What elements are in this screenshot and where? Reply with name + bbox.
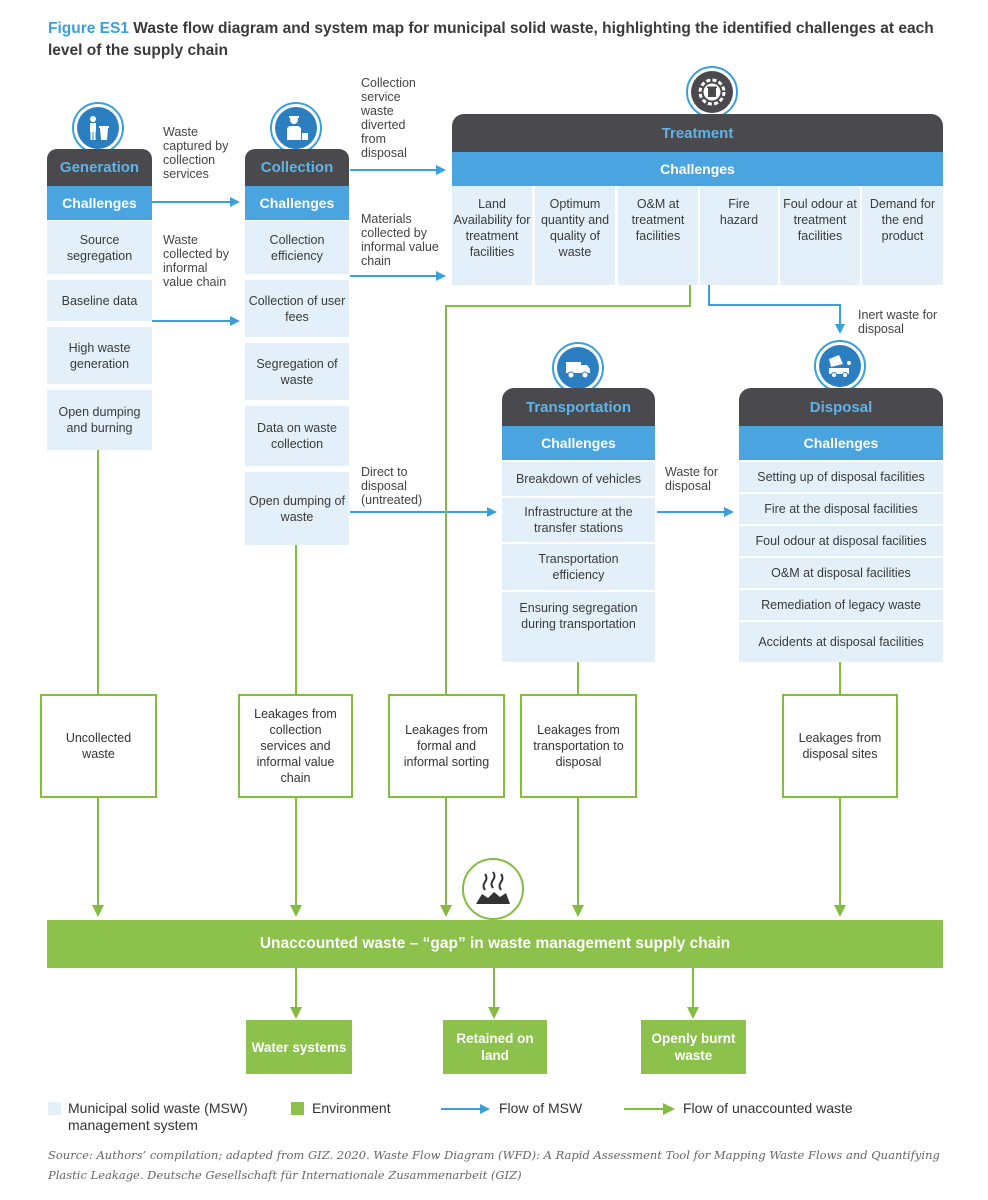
dump-truck-icon [814,340,866,392]
transportation-challenges-header: Challenges [502,426,655,460]
legend-msw: Municipal solid waste (MSW) management s… [68,1100,248,1133]
collection-challenge: Segregation of waste [245,343,349,400]
transportation-challenge: Infrastructure at the transfer stations [502,498,655,542]
collection-header: Collection [245,149,349,186]
generation-header: Generation [47,149,152,186]
truck-icon [552,342,604,394]
legend-flow-unaccounted: Flow of unaccounted waste [683,1100,853,1116]
leakage-box: Uncollected waste [40,694,157,798]
disposal-challenge: O&M at disposal facilities [739,558,943,588]
treatment-header: Treatment [452,114,943,152]
generation-title: Generation [59,159,140,176]
leakage-box: Leakages from disposal sites [782,694,898,798]
gear-bin-icon [686,66,738,118]
leakage-box: Leakages from formal and informal sortin… [388,694,505,798]
legend-swatch-msw [48,1102,61,1115]
disposal-header: Disposal [739,388,943,426]
person-bin-icon [72,102,124,154]
treatment-challenge: O&M at treatment facilities [618,186,698,285]
leakage-box: Leakages from transportation to disposal [520,694,637,798]
leakage-box: Leakages from collection services and in… [238,694,353,798]
treatment-title: Treatment [661,124,734,142]
generation-challenge: High waste generation [47,327,152,384]
worker-icon [270,102,322,154]
disposal-challenge: Foul odour at disposal facilities [739,526,943,556]
disposal-challenge: Remediation of legacy waste [739,590,943,620]
legend-env: Environment [312,1100,391,1116]
flow-label-inert: Inert waste for disposal [858,308,938,336]
generation-challenge: Baseline data [47,280,152,321]
environment-box: Openly burnt waste [641,1020,746,1074]
transportation-title: Transportation [525,398,631,416]
treatment-challenge: Land Availability for treatment faciliti… [452,186,532,285]
collection-challenge: Open dumping of waste [245,472,349,545]
treatment-challenge: Foul odour at treatment facilities [780,186,860,285]
figure-label: Figure ES1 [48,20,129,37]
source-note: Source: Authors’ compilation; adapted fr… [48,1148,940,1182]
transportation-challenge: Transportation efficiency [502,544,655,590]
collection-challenge: Collection efficiency [245,221,349,274]
collection-challenge: Collection of user fees [245,280,349,337]
flow-label-for-disposal: Waste for disposal [665,465,719,493]
flow-label-materials: Materials collected by informal value ch… [361,212,439,268]
collection-title: Collection [260,159,334,176]
transportation-challenge: Breakdown of vehicles [502,462,655,496]
transportation-header: Transportation [502,388,655,426]
legend-flow-msw: Flow of MSW [499,1100,583,1116]
flow-label-captured: Waste captured by collection services [163,125,229,181]
legend-swatch-env [291,1102,304,1115]
treatment-challenge: Fire hazard [700,186,778,285]
unaccounted-waste-bar: Unaccounted waste – “gap” in waste manag… [47,920,943,968]
generation-challenges-header: Challenges [47,186,152,220]
transportation-challenge: Ensuring segregation during transportati… [502,592,655,662]
flow-label-direct: Direct to disposal (untreated) [361,465,423,507]
flow-label-diverted: Collection service waste diverted from d… [361,76,416,160]
disposal-challenge: Fire at the disposal facilities [739,494,943,524]
disposal-challenges-header: Challenges [739,426,943,460]
environment-box: Water systems [246,1020,352,1074]
burning-waste-icon [462,858,524,920]
disposal-title: Disposal [809,398,873,416]
figure-caption: Waste flow diagram and system map for mu… [48,20,934,59]
disposal-challenge: Setting up of disposal facilities [739,462,943,492]
disposal-challenge: Accidents at disposal facilities [739,622,943,662]
figure-title: Figure ES1 Waste flow diagram and system… [48,18,948,62]
treatment-challenges-header: Challenges [452,152,943,186]
treatment-challenge: Demand for the end product [862,186,943,285]
generation-challenge: Open dumping and burning [47,390,152,450]
collection-challenges-header: Challenges [245,186,349,220]
generation-challenge: Source segregation [47,221,152,274]
environment-box: Retained on land [443,1020,547,1074]
flow-label-informal: Waste collected by informal value chain [163,233,230,289]
collection-challenge: Data on waste collection [245,406,349,466]
treatment-challenge: Optimum quantity and quality of waste [535,186,615,285]
